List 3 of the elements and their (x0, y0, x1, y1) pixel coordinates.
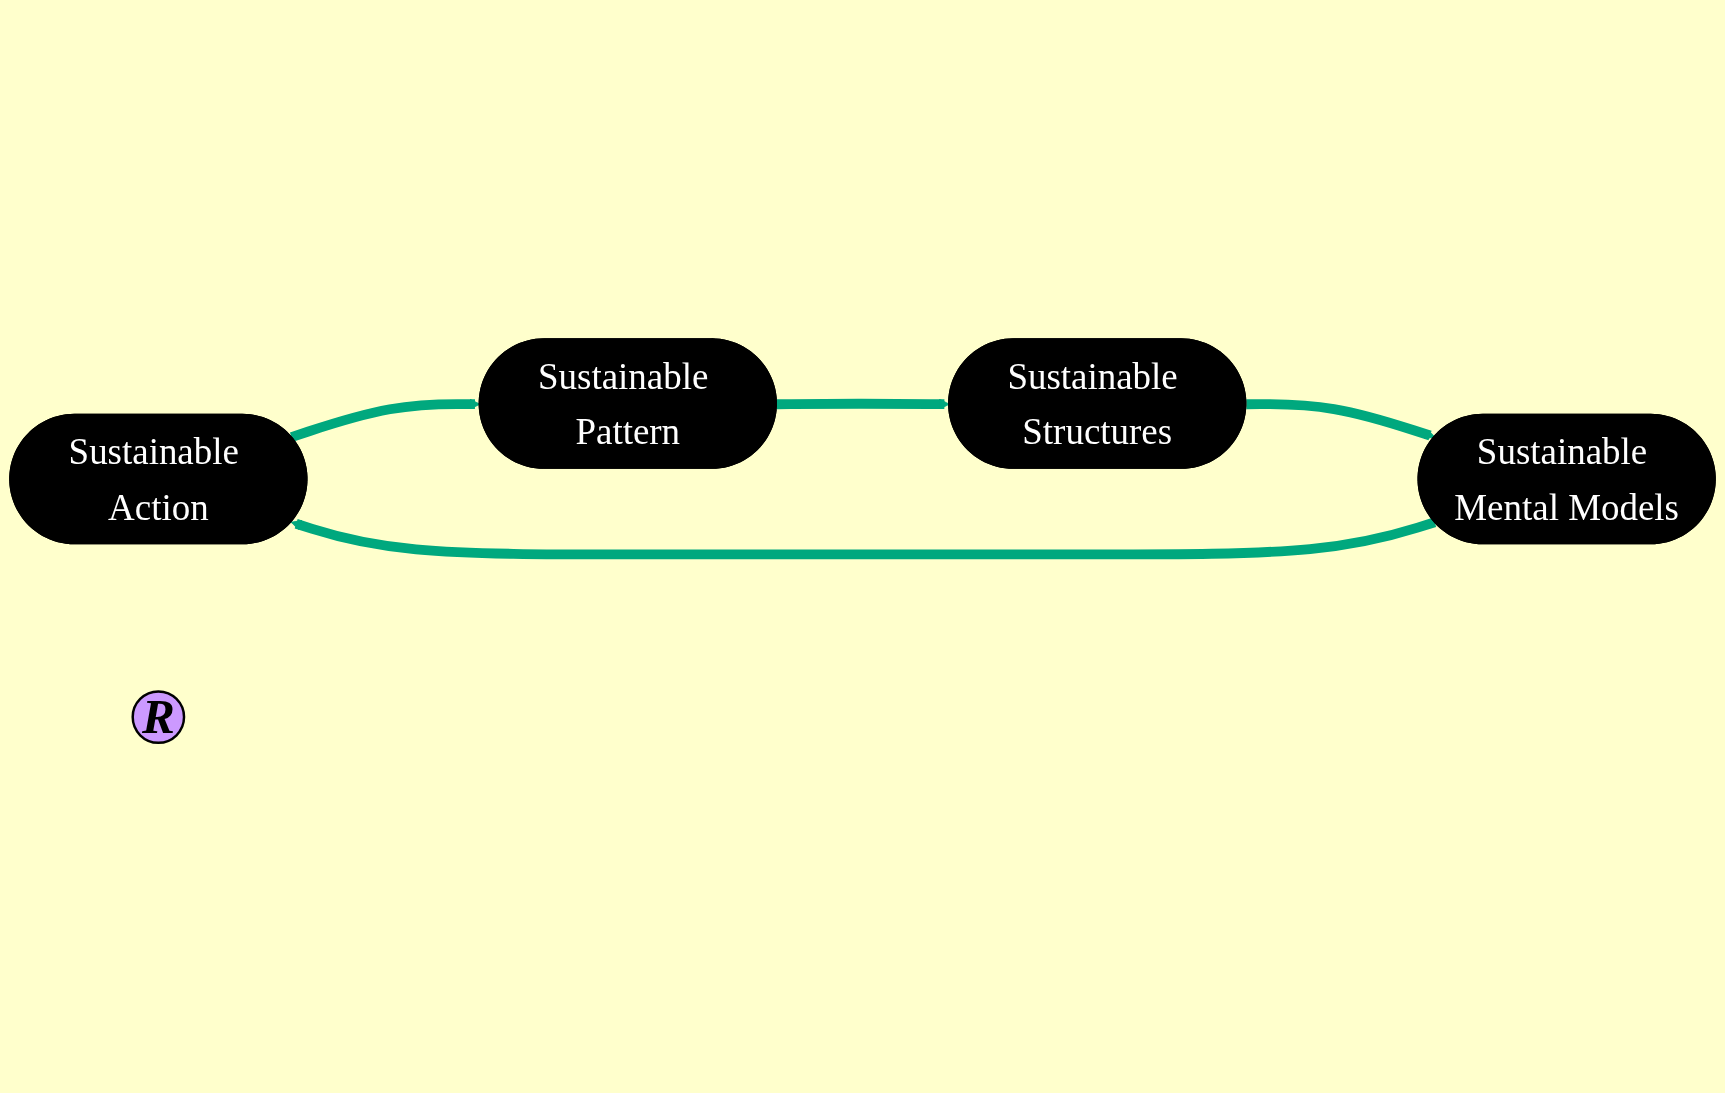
arrow (291, 517, 1437, 560)
node-circle: R (131, 690, 186, 744)
arrow (1246, 399, 1436, 441)
